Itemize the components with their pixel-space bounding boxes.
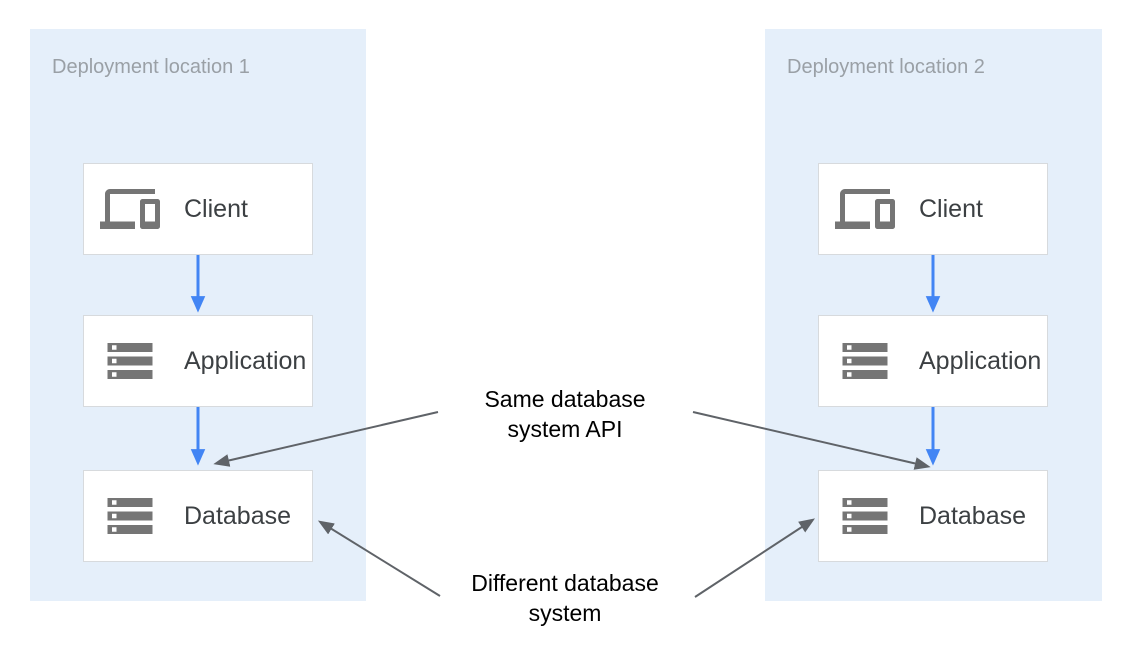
deployment-panel-2: Deployment location 2 Client — [765, 29, 1102, 601]
storage-icon — [833, 489, 897, 543]
devices-icon — [833, 179, 897, 239]
different-database-system-label-line1: Different database — [471, 570, 659, 596]
node-label: Application — [919, 346, 1042, 375]
node-label: Database — [184, 501, 292, 530]
same-database-api-label: Same database system API — [435, 384, 695, 444]
devices-icon — [98, 179, 162, 239]
same-database-api-label-line2: system API — [507, 416, 623, 442]
node-label: Client — [184, 194, 248, 223]
node-label: Database — [919, 501, 1027, 530]
storage-icon — [98, 334, 162, 388]
storage-icon — [98, 489, 162, 543]
node-label: Application — [184, 346, 307, 375]
node-application-right: Application — [818, 315, 1048, 407]
different-database-system-label: Different database system — [435, 568, 695, 628]
node-application-left: Application — [83, 315, 313, 407]
deployment-panel-1: Deployment location 1 Client — [30, 29, 366, 601]
node-label: Client — [919, 194, 983, 223]
storage-icon — [833, 334, 897, 388]
node-client-left: Client — [83, 163, 313, 255]
panel-title: Deployment location 1 — [52, 56, 250, 78]
node-database-right: Database — [818, 470, 1048, 562]
different-database-system-label-line2: system — [528, 600, 602, 626]
node-client-right: Client — [818, 163, 1048, 255]
node-database-left: Database — [83, 470, 313, 562]
same-database-api-label-line1: Same database — [484, 386, 646, 412]
panel-title: Deployment location 2 — [787, 56, 985, 78]
